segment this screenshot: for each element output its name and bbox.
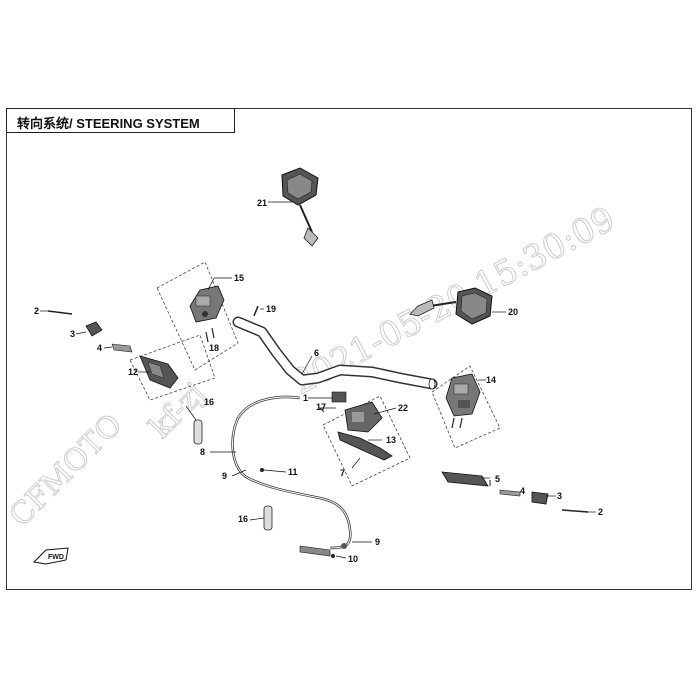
brake-hose — [210, 395, 352, 550]
grip-right — [441, 471, 491, 487]
bar-end-right — [499, 489, 596, 513]
fwd-arrow-icon: FWD — [32, 547, 69, 565]
mirror-right — [409, 287, 506, 325]
callout-1: 1 — [303, 393, 308, 403]
switch-housing-left — [189, 277, 232, 323]
clip-16-upper — [185, 405, 203, 445]
watermark: CFMOTO kf-zj 2021-05-20 15:30:09 — [2, 198, 622, 534]
fwd-label: FWD — [48, 554, 64, 561]
callout-11: 11 — [288, 467, 298, 477]
callout-2-right: 2 — [598, 507, 603, 517]
handlebar — [232, 316, 438, 390]
callout-8: 8 — [200, 447, 205, 457]
callout-7: 7 — [340, 468, 345, 478]
callout-9-lower: 9 — [375, 537, 380, 547]
callout-2-left: 2 — [34, 306, 39, 316]
grip-left — [138, 355, 179, 389]
callout-4-right: 4 — [520, 486, 525, 496]
callout-9-upper: 9 — [222, 471, 227, 481]
callout-5: 5 — [495, 474, 500, 484]
watermark-brand: CFMOTO — [3, 407, 129, 533]
bar-end-left — [40, 310, 133, 353]
clip-16-lower — [249, 505, 273, 531]
callout-3-left: 3 — [70, 329, 75, 339]
switch-housing-right — [445, 373, 486, 429]
callout-12: 12 — [128, 367, 138, 377]
callout-16-lower: 16 — [238, 514, 248, 524]
page-title: 转向系统/ STEERING SYSTEM — [17, 116, 200, 131]
bolt-11 — [260, 468, 287, 473]
bolt-19 — [253, 305, 264, 317]
callout-13: 13 — [386, 435, 396, 445]
callout-20: 20 — [508, 307, 518, 317]
callout-6: 6 — [314, 348, 319, 358]
callout-15: 15 — [234, 273, 244, 283]
callout-16-upper: 16 — [204, 397, 214, 407]
diagram-frame — [6, 108, 692, 590]
callout-10: 10 — [348, 554, 358, 564]
callout-21: 21 — [257, 198, 267, 208]
callout-19: 19 — [266, 304, 276, 314]
clamp-17 — [308, 391, 347, 413]
callout-17: 17 — [316, 402, 326, 412]
mirror-left — [268, 167, 319, 247]
callout-14: 14 — [486, 375, 496, 385]
callout-18: 18 — [209, 343, 219, 353]
screws-18 — [205, 327, 215, 343]
callout-4-left: 4 — [97, 343, 102, 353]
group-box-left-switch — [156, 261, 239, 371]
callout-3-right: 3 — [557, 491, 562, 501]
callouts: 21 15 19 20 2 3 4 12 18 6 14 1 17 22 16 … — [34, 198, 603, 564]
group-box-right-switch — [431, 365, 501, 449]
callout-22: 22 — [398, 403, 408, 413]
title-box: 转向系统/ STEERING SYSTEM — [6, 108, 235, 133]
banjo-lower — [299, 541, 372, 559]
brake-lever-assembly — [337, 401, 397, 469]
